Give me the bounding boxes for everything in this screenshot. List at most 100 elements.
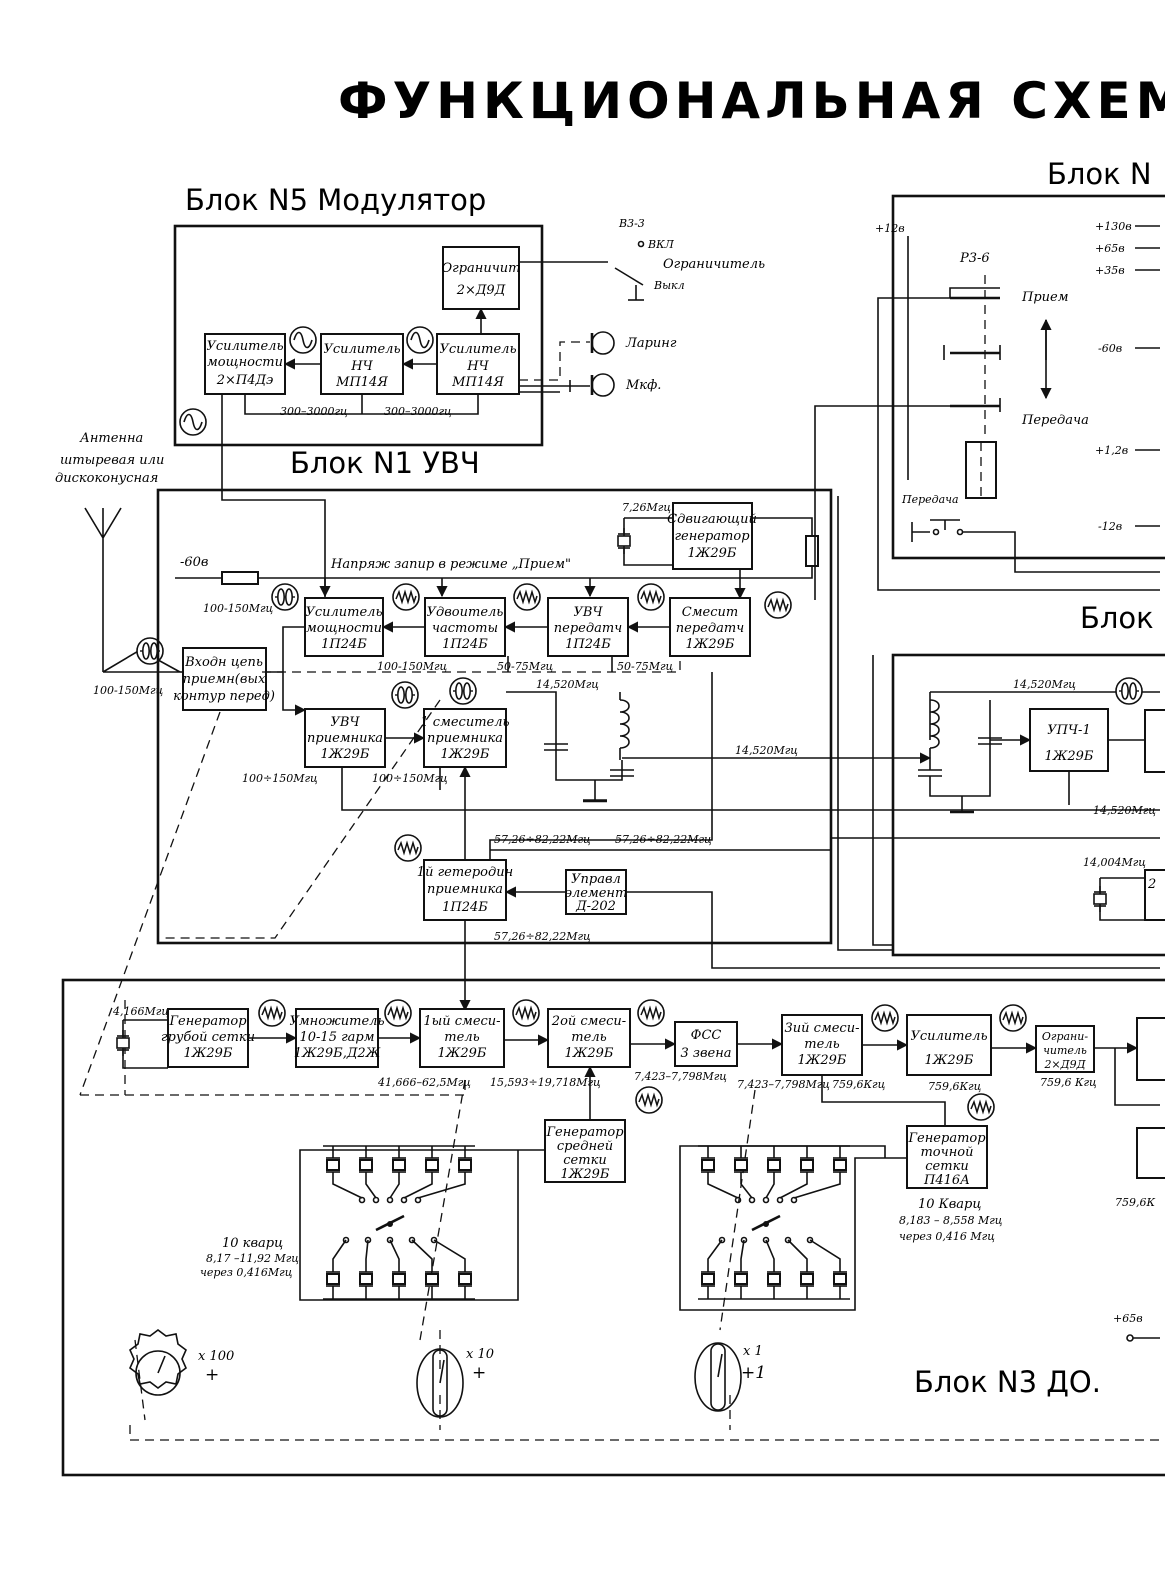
crystal-icon xyxy=(701,1159,715,1171)
laryngophone-label: Ларинг xyxy=(625,336,677,351)
crystal-icon xyxy=(425,1273,439,1285)
svg-text:средней: средней xyxy=(557,1139,613,1154)
sawtooth-icon xyxy=(999,1004,1027,1032)
power-relay-block: +12в +130в +65в +35в Р3-6 Прием Передача… xyxy=(814,194,1165,600)
svg-text:мощности: мощности xyxy=(207,355,283,370)
svg-text:1П24Б: 1П24Б xyxy=(442,637,488,652)
svg-text:1Ж29Б: 1Ж29Б xyxy=(184,1046,233,1061)
svg-text:контур перед): контур перед) xyxy=(173,689,275,704)
freq-label-c: 50-75Мгц xyxy=(617,660,674,673)
tx-uhf-box: УВЧ передатч 1П24Б xyxy=(547,597,629,657)
frequency-doubler-box: Удвоитель частоты 1П24Б xyxy=(424,597,506,657)
bandwidth-label-1: 300–3000гц xyxy=(280,405,348,418)
svg-text:передатч: передатч xyxy=(554,621,623,636)
svg-text:1Ж29Б: 1Ж29Б xyxy=(798,1053,847,1068)
fine-knob-icon[interactable] xyxy=(694,1342,742,1412)
crystal-icon xyxy=(800,1273,814,1285)
synth-freq-5: 759,6Кгц xyxy=(832,1078,886,1091)
svg-text:1П24Б: 1П24Б xyxy=(442,900,488,915)
svg-text:Смесит: Смесит xyxy=(682,605,738,620)
tx-freq-label: 100-150Мгц xyxy=(203,602,274,615)
svg-text:МП14Я: МП14Я xyxy=(451,375,504,390)
crystal-icon xyxy=(392,1273,406,1285)
bias-voltage-label: -60в xyxy=(180,555,209,570)
svg-text:14,520Мгц: 14,520Мгц xyxy=(1013,678,1076,691)
mixer-2-box: 2ой смеси- тель 1Ж29Б xyxy=(547,1008,631,1068)
sawtooth-icon xyxy=(637,999,665,1027)
rx-local-osc-box: 1й гетеродин приемника 1П24Б xyxy=(417,859,513,921)
control-element-box: Управл элемент Д-202 xyxy=(565,869,627,915)
switch-off-label: Выкл xyxy=(653,279,685,292)
sine-icon xyxy=(179,408,207,436)
svg-text:штыревая или: штыревая или xyxy=(60,453,164,468)
crystal-icon xyxy=(425,1159,439,1171)
coil-icon xyxy=(271,583,299,611)
block-1-uhf: Блок N1 УВЧ -60в Напряж запир в режиме „… xyxy=(156,394,1160,1012)
svg-text:частоты: частоты xyxy=(432,621,498,636)
coil-icon xyxy=(391,681,419,709)
coarse-grid-gen-box: Генератор грубой сетки 1Ж29Б xyxy=(161,1008,255,1068)
svg-text:3ий смеси-: 3ий смеси- xyxy=(785,1021,860,1036)
svg-text:-60в: -60в xyxy=(1098,342,1122,355)
amplifier-box: Усилитель 1Ж29Б xyxy=(906,1014,992,1076)
sawtooth-icon xyxy=(637,583,665,611)
limiter-2-box: Ограни- читель 2×Д9Д xyxy=(1035,1025,1095,1073)
rx-uhf-box: УВЧ приемника 1Ж29Б xyxy=(304,708,386,768)
coil-icon xyxy=(449,677,477,705)
fine-knob-plus: +1 xyxy=(741,1363,766,1383)
microphone-icon xyxy=(591,373,615,397)
tx-button-label: Передача xyxy=(901,493,959,506)
if-freq-label-2: 14,520Мгц xyxy=(735,744,798,757)
svg-text:НЧ: НЧ xyxy=(466,359,489,374)
fine-crystal-bank xyxy=(698,1145,850,1300)
svg-text:2×Д9Д: 2×Д9Д xyxy=(456,283,506,298)
multiplier-box: Умножитель 10-15 гарм 1Ж29Б,Д2Ж xyxy=(289,1008,385,1068)
sawtooth-icon xyxy=(635,1086,663,1114)
coarse-crystal-freq: 4,166Мгц xyxy=(112,1005,169,1018)
mid-grid-gen-box: Генератор средней сетки 1Ж29Б xyxy=(544,1119,626,1183)
svg-text:Генератор: Генератор xyxy=(907,1131,986,1146)
shift-crystal-freq: 7,26Мгц xyxy=(622,501,671,514)
sine-icon xyxy=(406,326,434,354)
mid-knob-icon[interactable] xyxy=(416,1348,464,1418)
coil-icon xyxy=(1115,677,1143,705)
rx-mode-label: Прием xyxy=(1021,290,1069,305)
svg-text:приемника: приемника xyxy=(427,882,503,897)
crystal-icon xyxy=(617,527,631,555)
svg-text:-12в: -12в xyxy=(1098,520,1122,533)
svg-text:передатч: передатч xyxy=(676,621,745,636)
block-top-right-label: Блок N xyxy=(1047,157,1152,191)
svg-text:приемника: приемника xyxy=(427,731,503,746)
svg-text:Усилитель: Усилитель xyxy=(305,605,382,620)
svg-text:1й гетеродин: 1й гетеродин xyxy=(417,865,513,880)
svg-text:Управл: Управл xyxy=(571,872,621,887)
svg-text:Д-202: Д-202 xyxy=(575,899,616,914)
limiter-switch-label: Ограничитель xyxy=(663,257,765,272)
crystal-icon xyxy=(767,1273,781,1285)
sawtooth-icon xyxy=(764,591,792,619)
lf-amp-2-box: Усилитель НЧ МП14Я xyxy=(436,333,520,395)
block-3-synthesizer: 4,166Мгц Генератор грубой сетки 1Ж29Б Ум… xyxy=(61,699,1165,1477)
svg-text:759,6К: 759,6К xyxy=(1115,1196,1155,1209)
svg-text:1Ж29Б: 1Ж29Б xyxy=(321,747,370,762)
svg-text:1П24Б: 1П24Б xyxy=(321,637,367,652)
block-3-label: Блок N3 ДО. xyxy=(914,1365,1101,1399)
svg-text:2: 2 xyxy=(1147,877,1156,892)
crystal-icon xyxy=(326,1273,340,1285)
lf-amp-1-box: Усилитель НЧ МП14Я xyxy=(320,333,404,395)
crystal-icon xyxy=(326,1159,340,1171)
limiter-box: Ограничит 2×Д9Д xyxy=(441,246,521,310)
svg-text:1Ж29Б: 1Ж29Б xyxy=(565,1046,614,1061)
svg-text:ФСС: ФСС xyxy=(691,1028,722,1043)
freq-label-b: 50-75Мгц xyxy=(497,660,554,673)
crystal-icon xyxy=(392,1159,406,1171)
synth-freq-3: 7,423–7,798Мгц xyxy=(634,1070,727,1083)
coarse-knob-icon[interactable] xyxy=(129,1329,187,1396)
sawtooth-icon xyxy=(513,583,541,611)
svg-text:читель: читель xyxy=(1043,1044,1087,1057)
block-mid-right-label: Блок xyxy=(1080,601,1154,635)
mid-knob-plus: + xyxy=(472,1363,486,1383)
mid-crystal-bank xyxy=(323,1145,475,1300)
svg-text:10-15 гарм: 10-15 гарм xyxy=(299,1030,374,1045)
relay-label: Р3-6 xyxy=(959,251,990,266)
